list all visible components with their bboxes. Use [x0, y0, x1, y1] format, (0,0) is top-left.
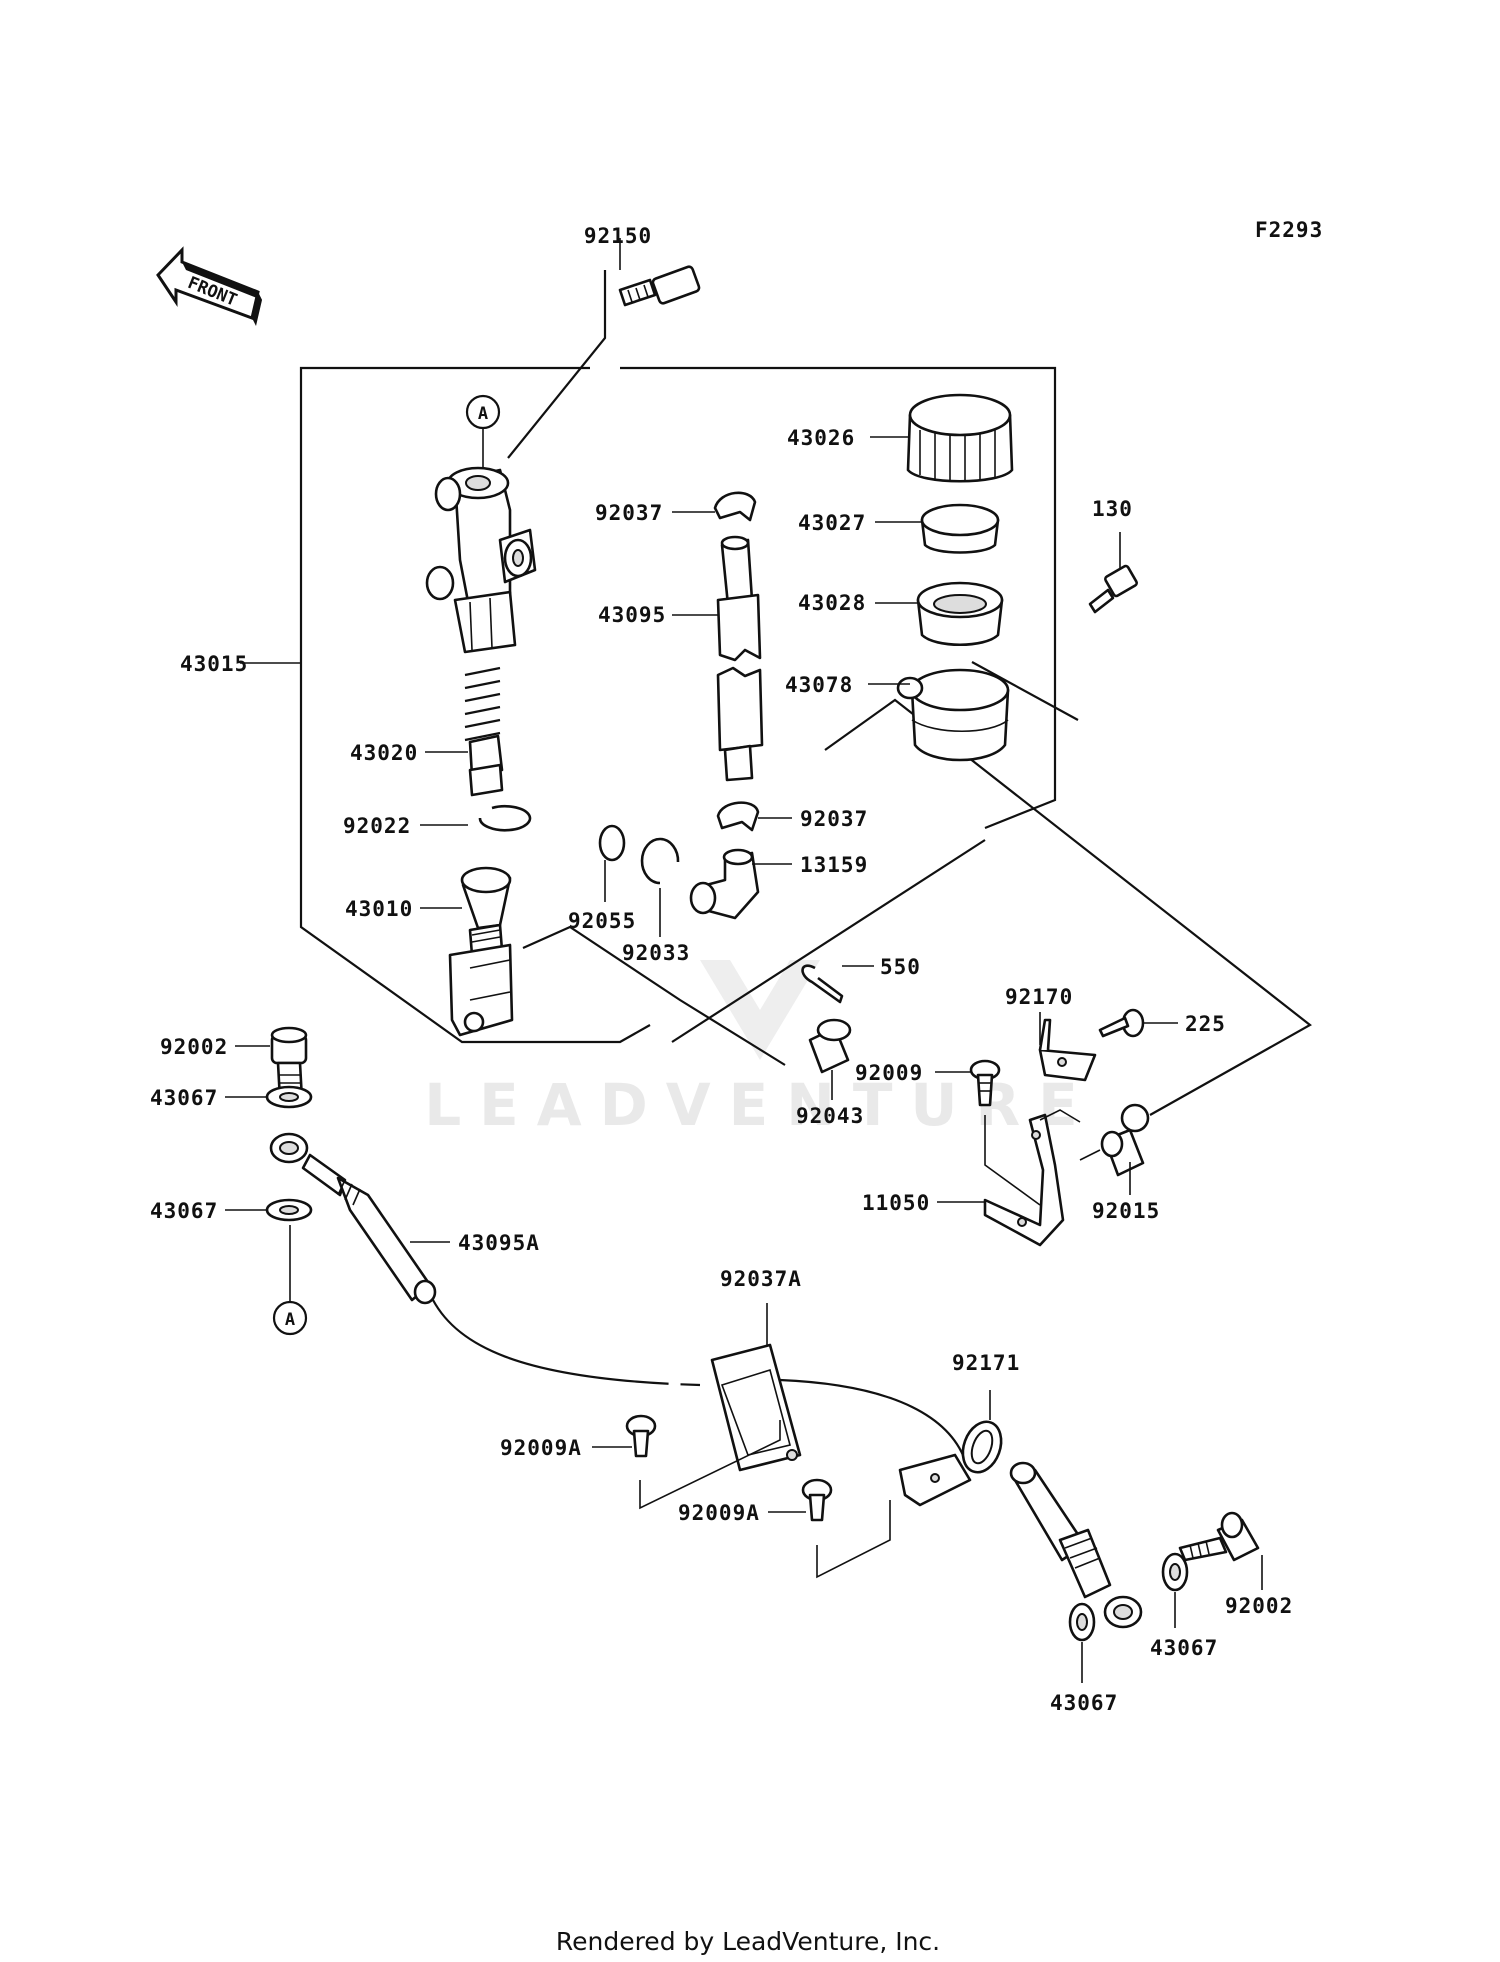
label-11050: 11050 [862, 1191, 930, 1215]
label-43026: 43026 [787, 426, 855, 450]
screw-92009A-lower [801, 1478, 891, 1579]
washer-43067-lower [265, 1198, 313, 1302]
washer-43067-right [1161, 1552, 1189, 1628]
label-92002-right: 92002 [1225, 1594, 1293, 1618]
reference-marker-a-top: A [465, 394, 501, 468]
clamp-92037-bottom [716, 801, 760, 832]
label-43015: 43015 [180, 652, 248, 676]
part-labels: 92150 43015 43026 92037 43027 130 43095 … [150, 224, 1293, 1715]
brake-hose-43095A [269, 1132, 437, 1305]
svg-text:A: A [285, 1310, 295, 1330]
spring-43020 [464, 666, 504, 797]
label-130: 130 [1092, 497, 1133, 521]
diagram-code: F2293 [1255, 218, 1323, 242]
washer-43067-bottom [1068, 1602, 1096, 1683]
pushrod-43010 [448, 866, 514, 1037]
label-92170: 92170 [1005, 985, 1073, 1009]
banjo-bolt-92002-right [1178, 1511, 1263, 1590]
screw-92009A-upper [625, 1414, 657, 1458]
watermark: LEADVENTURE [424, 960, 1096, 1139]
label-92015: 92015 [1092, 1199, 1160, 1223]
washer-43067-upper [265, 1085, 313, 1109]
label-92033: 92033 [622, 941, 690, 965]
label-43067-upper: 43067 [150, 1086, 218, 1110]
hose-43095 [716, 535, 764, 782]
screw-225 [1098, 1008, 1145, 1038]
label-92009: 92009 [855, 1061, 923, 1085]
label-43020: 43020 [350, 741, 418, 765]
watermark-text: LEADVENTURE [424, 1071, 1096, 1139]
label-92037-top: 92037 [595, 501, 663, 525]
label-92150: 92150 [584, 224, 652, 248]
label-92037A: 92037A [720, 1267, 802, 1291]
reservoir-43078 [896, 668, 1010, 762]
label-550: 550 [880, 955, 921, 979]
svg-text:A: A [478, 404, 488, 424]
reference-marker-a-bottom: A [272, 1300, 308, 1336]
assembly-frame [299, 366, 1312, 1116]
label-43095: 43095 [598, 603, 666, 627]
label-225: 225 [1185, 1012, 1226, 1036]
label-43067-right: 43067 [1150, 1636, 1218, 1660]
label-43067-lower: 43067 [150, 1199, 218, 1223]
banjo-bolt-92002-left [270, 1026, 308, 1102]
label-43078: 43078 [785, 673, 853, 697]
label-43010: 43010 [345, 897, 413, 921]
bolt-92150 [507, 238, 701, 459]
label-43028: 43028 [798, 591, 866, 615]
label-43027: 43027 [798, 511, 866, 535]
elbow-fitting-13159 [689, 848, 760, 920]
label-92009A-lower: 92009A [678, 1501, 760, 1525]
o-ring-92055 [598, 824, 626, 862]
label-43095A: 43095A [458, 1231, 540, 1255]
footer-credit: Rendered by LeadVenture, Inc. [556, 1927, 940, 1956]
diaphragm-43028 [916, 581, 1004, 647]
cotter-pin-550 [801, 964, 844, 1004]
circlip-92033 [640, 837, 680, 885]
label-92009A-upper: 92009A [500, 1436, 582, 1460]
label-92043: 92043 [796, 1104, 864, 1128]
pin-92043 [808, 1018, 852, 1074]
hose-routing-line [432, 1299, 701, 1387]
label-92171: 92171 [952, 1351, 1020, 1375]
master-cylinder-body [425, 466, 537, 654]
circlip-92022 [478, 804, 532, 832]
reservoir-cap-43026 [906, 393, 1014, 483]
screw-92009 [969, 1059, 1041, 1206]
bracket-11050 [983, 1109, 1081, 1247]
clamp-92171 [898, 1390, 1003, 1507]
hose-guide-92037A [639, 1303, 802, 1510]
label-92002-left: 92002 [160, 1035, 228, 1059]
label-92037-bottom: 92037 [800, 807, 868, 831]
label-92055: 92055 [568, 909, 636, 933]
label-43067-bottom: 43067 [1050, 1691, 1118, 1715]
label-92022: 92022 [343, 814, 411, 838]
collar-92015 [1079, 1103, 1150, 1177]
hose-lower-end [1009, 1461, 1143, 1629]
hose-routing-line-2 [779, 1378, 967, 1461]
diaphragm-plate-43027 [920, 503, 1000, 554]
clamp-92037-top [713, 491, 757, 522]
leader-lines [225, 436, 1178, 1513]
bolt-130 [1088, 532, 1138, 614]
bracket-92170 [1038, 1018, 1097, 1082]
label-13159: 13159 [800, 853, 868, 877]
front-arrow-icon: FRONT [156, 246, 262, 326]
